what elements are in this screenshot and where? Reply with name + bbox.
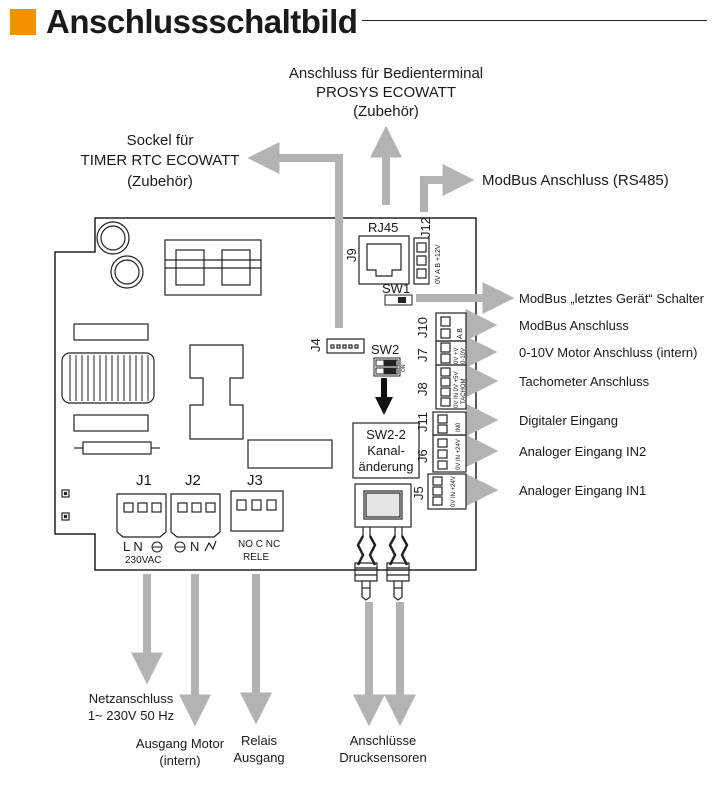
ground-icon-j1 bbox=[151, 541, 163, 553]
label-terminal-1: Anschluss für Bedienterminal bbox=[289, 65, 483, 82]
label-j11-conn: J11 bbox=[415, 412, 430, 432]
pins-j5: 0V IN +24V bbox=[451, 476, 457, 507]
pins-j7: 0V +V bbox=[454, 347, 460, 364]
mount-hole-2 bbox=[61, 512, 70, 521]
label-j10-conn: J10 bbox=[415, 317, 430, 338]
sub-j7: 0-10V bbox=[461, 348, 467, 364]
component-strip bbox=[73, 414, 149, 432]
connector-j4 bbox=[326, 338, 365, 354]
ground-icon-j2 bbox=[174, 541, 186, 553]
label-terminal-3: (Zubehör) bbox=[353, 103, 419, 120]
terminal-j6 bbox=[432, 434, 467, 473]
label-j8: Tachometer Anschluss bbox=[519, 374, 650, 389]
arrow-timer bbox=[247, 142, 343, 328]
terminal-blocks bbox=[116, 490, 284, 538]
pins-j3: NO C NC bbox=[238, 539, 280, 550]
label-terminal-2: PROSYS ECOWATT bbox=[316, 84, 456, 101]
right-terminal-column bbox=[427, 312, 467, 510]
pressure-sensor bbox=[354, 483, 412, 601]
label-j11: Digitaler Eingang bbox=[519, 413, 618, 428]
label-j7-conn: J7 bbox=[415, 348, 430, 362]
label-druck-2: Drucksensoren bbox=[339, 750, 426, 765]
rj45-socket bbox=[358, 235, 410, 285]
terminal-j12 bbox=[413, 237, 430, 285]
label-j2: J2 bbox=[185, 472, 201, 489]
label-j1: J1 bbox=[136, 472, 152, 489]
mount-hole-1 bbox=[61, 489, 70, 498]
sw2-2-line3: änderung bbox=[359, 459, 414, 474]
fuse bbox=[82, 441, 152, 455]
dip-switch-sw2 bbox=[373, 357, 401, 377]
choke bbox=[61, 352, 155, 404]
terminal-j3 bbox=[230, 490, 284, 532]
sw2-2-box bbox=[352, 422, 420, 479]
motor-symbol-icon bbox=[204, 540, 217, 552]
sub-j3: RELE bbox=[243, 552, 269, 563]
label-motor-2: (intern) bbox=[159, 753, 200, 768]
label-j3: J3 bbox=[247, 472, 263, 489]
pins-j1: L N bbox=[123, 539, 143, 554]
label-j6-conn: J6 bbox=[415, 449, 430, 463]
label-druck-1: Anschlüsse bbox=[350, 733, 416, 748]
sub-j1: 230VAC bbox=[125, 555, 162, 566]
label-netz-2: 1~ 230V 50 Hz bbox=[88, 708, 174, 723]
label-j5-conn: J5 bbox=[411, 486, 426, 500]
label-j6: Analoger Eingang IN2 bbox=[519, 444, 646, 459]
resistor bbox=[73, 323, 149, 341]
sw2-2-line1: SW2-2 bbox=[366, 427, 406, 442]
label-rj45: RJ45 bbox=[368, 220, 398, 235]
label-sw2: SW2 bbox=[371, 342, 399, 357]
pins-j10: A B bbox=[457, 328, 464, 339]
label-j9: J9 bbox=[344, 248, 359, 262]
title-accent-square bbox=[10, 9, 36, 35]
terminal-j1 bbox=[116, 493, 167, 538]
pins-j11: IN0 bbox=[456, 422, 462, 432]
on-sw2: ON bbox=[401, 364, 407, 372]
terminal-j5 bbox=[427, 473, 467, 510]
arrow-group bbox=[131, 125, 515, 727]
label-sw1-switch: SW1 bbox=[382, 281, 410, 296]
sub-j8: TACHOM bbox=[461, 378, 467, 404]
label-j12: J12 bbox=[418, 217, 433, 238]
title-rule bbox=[362, 20, 707, 21]
label-motor-1: Ausgang Motor bbox=[136, 736, 225, 751]
sw2-2-line2: Kanal- bbox=[367, 443, 405, 458]
label-netz-1: Netzanschluss bbox=[89, 691, 174, 706]
label-timer-1: Sockel für bbox=[127, 132, 194, 149]
label-j8-conn: J8 bbox=[415, 382, 430, 396]
pins-j6: 0V IN +24V bbox=[456, 439, 462, 470]
label-relais-2: Ausgang bbox=[233, 750, 284, 765]
capacitor-1 bbox=[96, 221, 130, 255]
label-j10: ModBus Anschluss bbox=[519, 318, 629, 333]
page-title: Anschlussschaltbild bbox=[46, 3, 358, 40]
relay-component bbox=[247, 439, 333, 469]
terminal-j2 bbox=[170, 493, 221, 538]
heatsink bbox=[189, 344, 244, 440]
dip-switch-sw1 bbox=[384, 294, 413, 306]
title-bar: Anschlussschaltbild bbox=[10, 2, 358, 42]
label-j5: Analoger Eingang IN1 bbox=[519, 483, 646, 498]
board-components bbox=[61, 221, 333, 521]
label-sw1: ModBus „letztes Gerät“ Schalter bbox=[519, 291, 705, 306]
label-j4: J4 bbox=[308, 338, 323, 352]
label-relais-1: Relais bbox=[241, 733, 278, 748]
arrow-modbus-rs485 bbox=[420, 164, 475, 212]
pins-j12: 0V A B +12V bbox=[435, 244, 442, 284]
pins-j2: N bbox=[190, 539, 199, 554]
pins-j8: 0V IN 0V +5V bbox=[454, 371, 460, 408]
terminal-j8 bbox=[435, 364, 467, 410]
label-timer-3: (Zubehör) bbox=[127, 173, 193, 190]
label-timer-2: TIMER RTC ECOWATT bbox=[81, 152, 240, 169]
capacitor-2 bbox=[110, 255, 144, 289]
label-modbus-rs485: ModBus Anschluss (RS485) bbox=[482, 172, 669, 189]
label-j7: 0-10V Motor Anschluss (intern) bbox=[519, 345, 697, 360]
